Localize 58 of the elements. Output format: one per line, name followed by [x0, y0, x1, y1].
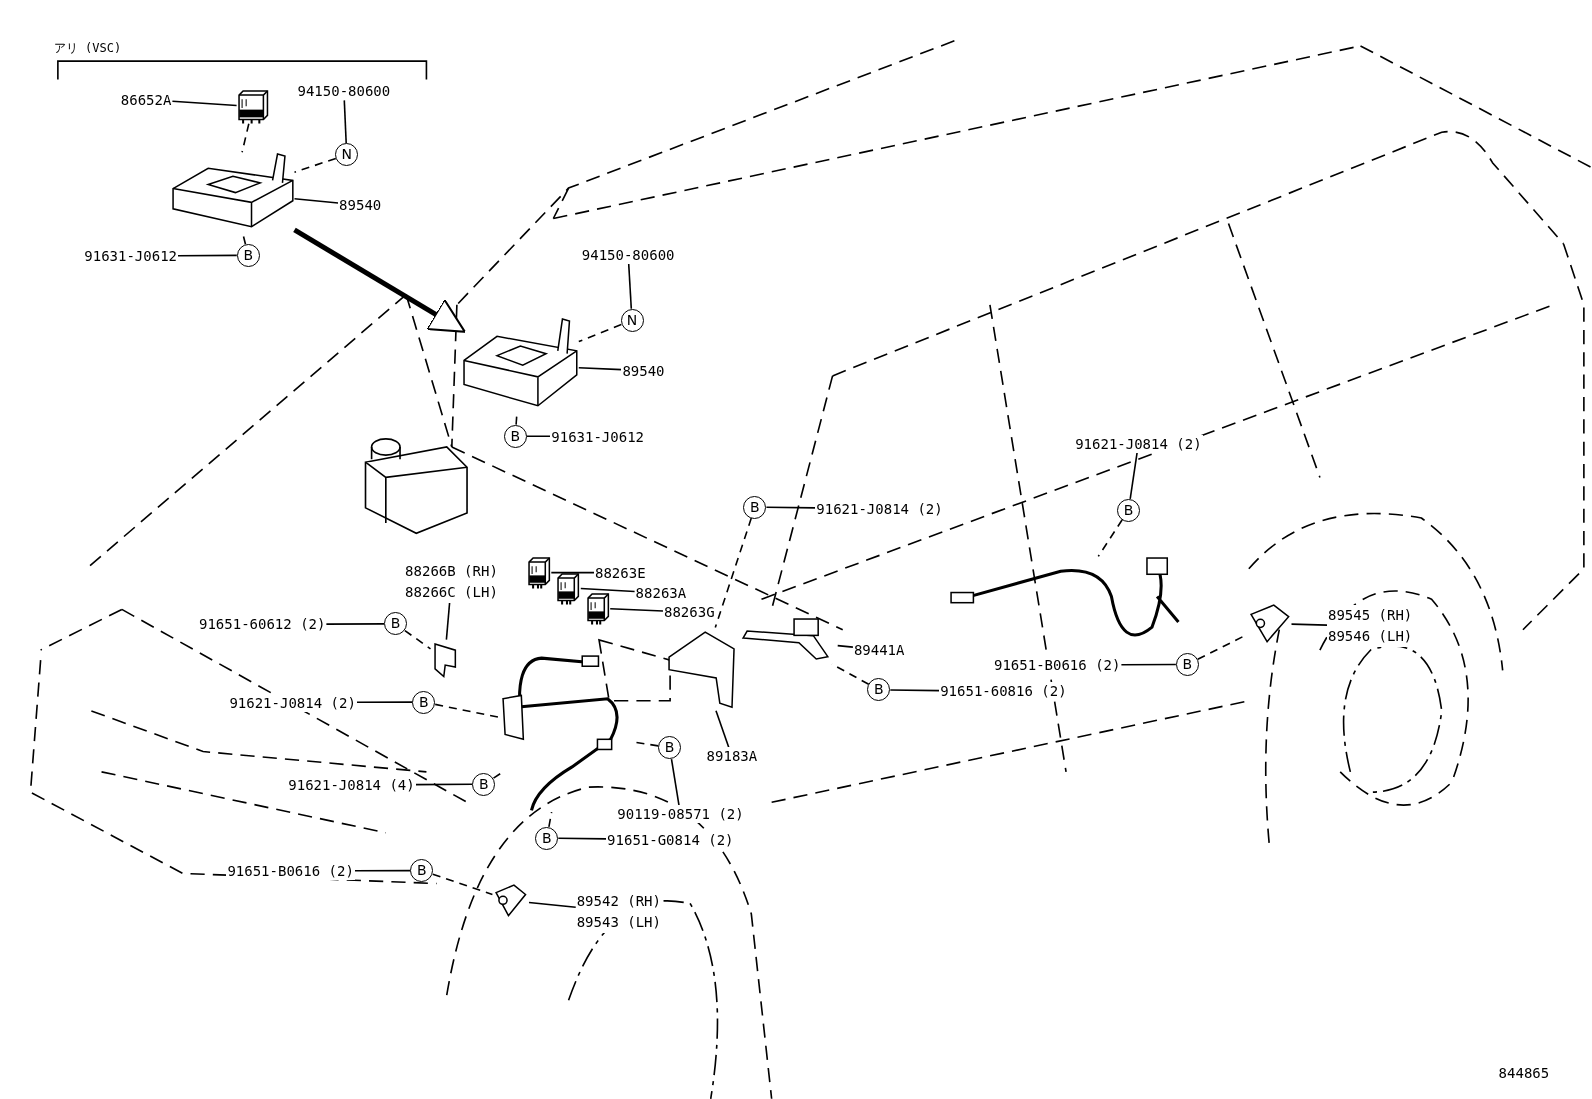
dashed-leader-line [1097, 519, 1123, 558]
leader-line [715, 710, 730, 749]
part-number-label: 91651-B0616 (2) [226, 862, 355, 881]
circled-letter: B [236, 243, 260, 267]
leader-line [343, 99, 347, 145]
dashed-leader-line [432, 873, 494, 896]
circled-letter: B [472, 772, 496, 796]
leader-line [356, 701, 414, 704]
circled-letter: B [410, 859, 434, 883]
circled-letter: B [658, 736, 682, 760]
leader-line [1290, 623, 1328, 626]
leader-line [354, 869, 412, 872]
leader-line [293, 198, 339, 204]
circled-letter: B [1175, 653, 1199, 676]
relay-drawing [585, 591, 611, 625]
leader-line [580, 587, 636, 593]
leader-line [171, 100, 238, 107]
leader-line [414, 783, 474, 786]
circled-letter: B [503, 424, 527, 448]
circled-letter: B [743, 495, 767, 519]
leader-line [670, 758, 680, 807]
part-number-label: 91621-J0814 (2) [228, 693, 357, 712]
leader-line [177, 254, 238, 257]
dashed-leader-line [548, 811, 553, 828]
dashed-leader-line [241, 123, 250, 154]
leader-line [557, 837, 607, 840]
leader-line [627, 263, 633, 310]
speed-sensor-drawing [492, 881, 529, 920]
dashed-leader-line [578, 323, 623, 343]
leader-line [578, 366, 623, 371]
dashed-leader-line [404, 629, 432, 650]
relay-drawing [556, 571, 581, 605]
dashed-leader-line [492, 772, 502, 779]
arrow [293, 227, 466, 333]
leader-line [550, 571, 595, 574]
circled-letter: B [535, 826, 559, 850]
dashed-leader-line [831, 663, 870, 686]
circled-letter: B [384, 612, 407, 636]
leader-line [609, 607, 664, 612]
leader-line [1120, 663, 1177, 666]
leader-line [1129, 451, 1138, 500]
leader-line [325, 623, 385, 625]
leader-line [889, 689, 940, 692]
leader-line [445, 602, 451, 641]
circled-letter: B [412, 690, 436, 714]
leader-line [528, 901, 577, 909]
circled-letter: B [1117, 498, 1140, 522]
relay-drawing [526, 556, 552, 589]
circled-letter: N [335, 143, 359, 167]
dashed-leader-line [293, 157, 337, 173]
part-number-label: 91621-J0814 (2) [1074, 434, 1203, 453]
leader-line [836, 644, 854, 648]
circled-letter: N [620, 308, 644, 332]
leader-line [765, 506, 817, 509]
dashed-leader-line [714, 517, 753, 629]
relay-drawing [236, 89, 270, 124]
circled-letter: B [867, 678, 891, 702]
leader-line [526, 435, 552, 438]
